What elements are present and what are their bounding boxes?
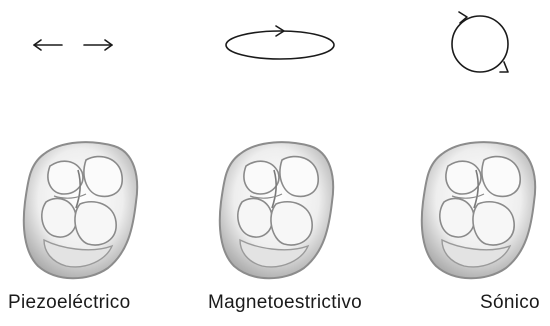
label-piezoelectric: Piezoeléctrico bbox=[8, 292, 130, 314]
molar-tooth-illustration bbox=[212, 136, 340, 284]
circular-motion-arrows-icon bbox=[440, 4, 522, 84]
label-magnetostrictive: Magnetoestrictivo bbox=[208, 292, 362, 314]
linear-motion-arrows-icon bbox=[28, 30, 120, 60]
molar-tooth-illustration bbox=[16, 136, 144, 284]
molar-tooth-illustration bbox=[414, 136, 542, 284]
elliptical-motion-arrow-icon bbox=[218, 22, 342, 68]
label-sonic: Sónico bbox=[480, 292, 540, 314]
